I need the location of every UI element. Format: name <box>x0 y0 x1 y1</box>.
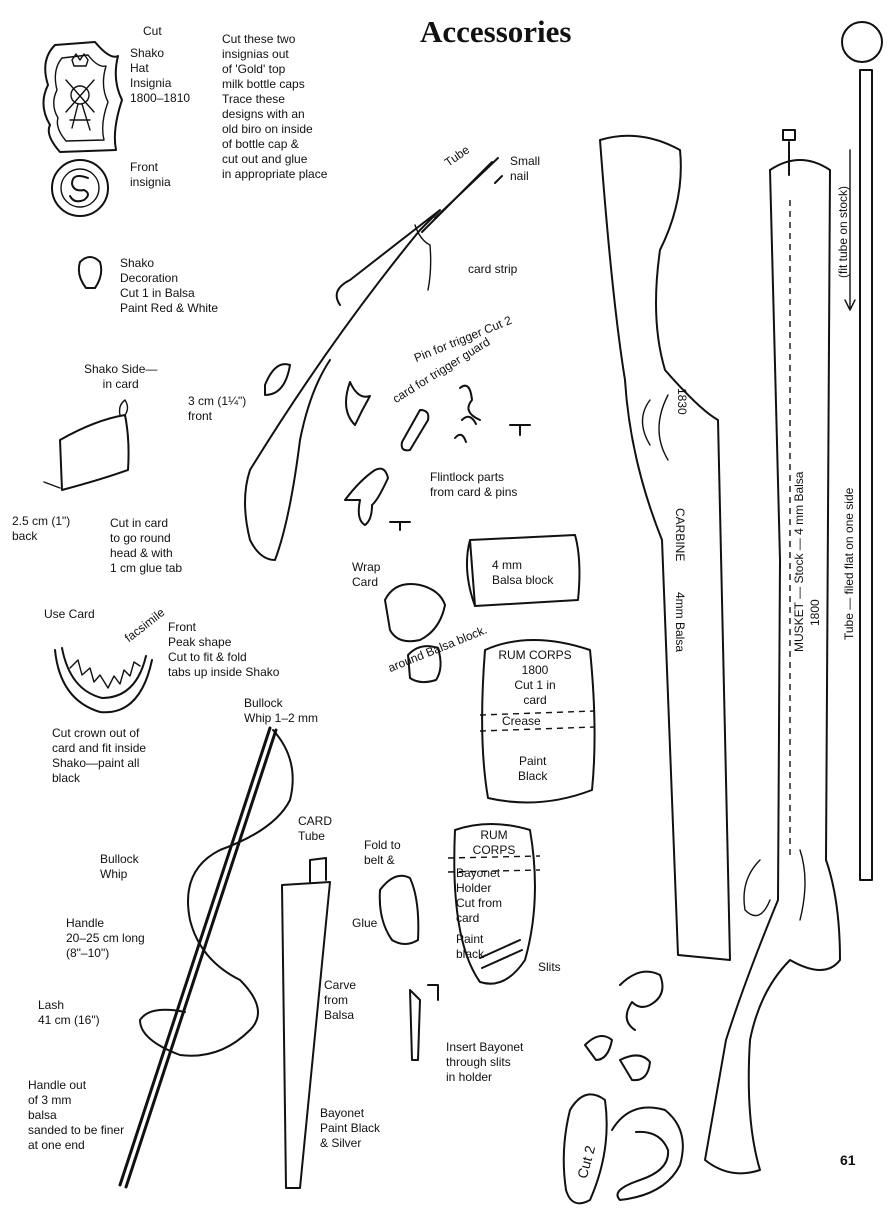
crease-label: Crease <box>502 714 541 728</box>
front-3cm-label: 3 cm (1¼") front <box>188 394 247 423</box>
carbine-drawing <box>599 134 731 961</box>
fold-belt-label: Fold to belt & <box>364 838 401 867</box>
back-25cm-label: 2.5 cm (1") back <box>12 514 71 543</box>
carve-balsa-label: Carve from Balsa <box>324 978 357 1022</box>
rum-corps-1800-label: RUM CORPS 1800 Cut 1 in card <box>498 648 572 707</box>
shako-decoration-drawing <box>77 256 103 289</box>
rum-corps-plate-drawing <box>481 639 596 804</box>
balsa-block-label: 4 mm Balsa block <box>492 558 554 587</box>
tube-end-drawing <box>841 21 883 63</box>
paint-black-label: Paint Black <box>518 754 548 783</box>
musket-label: MUSKET — Stock — 4 mm Balsa <box>792 471 806 653</box>
glue-label: Glue <box>352 916 378 930</box>
bayonet-holder-label: Bayonet Holder Cut from card <box>456 866 503 925</box>
card-strip-label: card strip <box>468 262 518 276</box>
musket-parts-drawing <box>244 157 531 561</box>
carbine-year-label: 1830 <box>675 388 689 415</box>
page-title: Accessories <box>420 14 572 49</box>
cut-instructions-label: Cut these two insignias out of 'Gold' to… <box>222 32 328 181</box>
tube-filed-label: Tube — filed flat on one side <box>842 487 856 640</box>
wrap-card-label: Wrap Card <box>352 560 381 589</box>
bayonet-label: Bayonet Paint Black & Silver <box>320 1106 381 1150</box>
shako-side-drawing <box>43 399 130 491</box>
small-nail-label: Small nail <box>510 154 541 183</box>
musket-drawing <box>704 159 841 1175</box>
handle-label: Handle 20–25 cm long (8"–10") <box>66 916 145 960</box>
carbine-balsa-label: 4mm Balsa <box>673 592 687 653</box>
front-peak-drawing <box>54 647 153 714</box>
bayonet-drawing <box>281 857 439 1189</box>
bullock-whip-top-label: Bullock Whip 1–2 mm <box>244 696 319 725</box>
shako-decoration-label: Shako Decoration Cut 1 in Balsa Paint Re… <box>120 256 219 315</box>
front-peak-label: Front Peak shape Cut to fit & fold tabs … <box>168 620 280 679</box>
shako-hat-insignia-drawing <box>42 41 123 153</box>
balsa-block-drawing <box>384 534 581 684</box>
slits-label: Slits <box>538 960 561 974</box>
use-card-label: Use Card <box>44 607 95 621</box>
bullock-whip-drawing <box>118 726 294 1189</box>
paint-black-small-label: Paint black <box>456 932 485 961</box>
rum-corps-holder-title: RUM CORPS <box>472 828 516 857</box>
cut-label: Cut <box>143 24 162 38</box>
bullock-whip-label: Bullock Whip <box>100 852 139 881</box>
shako-hat-insignia-label: Shako Hat Insignia 1800–1810 <box>130 46 191 105</box>
insert-bayonet-label: Insert Bayonet through slits in holder <box>446 1040 524 1084</box>
shako-side-label: Shako Side— in card <box>84 362 158 391</box>
handle-out-label: Handle out of 3 mm balsa sanded to be fi… <box>28 1078 125 1152</box>
flintlock-parts-label: Flintlock parts from card & pins <box>430 470 518 499</box>
lower-parts-drawing <box>562 970 684 1205</box>
front-insignia-drawing <box>51 159 109 217</box>
cut-in-card-label: Cut in card to go round head & with 1 cm… <box>110 516 183 575</box>
front-insignia-label: Front insignia <box>130 160 171 189</box>
card-tube-label: CARD Tube <box>298 814 333 843</box>
tube-drawing <box>859 69 873 881</box>
musket-year-label: 1800 <box>808 599 822 626</box>
lash-label: Lash 41 cm (16") <box>38 998 100 1027</box>
cut-crown-label: Cut crown out of card and fit inside Sha… <box>52 726 147 785</box>
belt-piece-drawing <box>378 874 420 945</box>
bayonet-holder-drawing <box>453 823 536 985</box>
page-number: 61 <box>840 1152 856 1168</box>
carbine-label: CARBINE <box>673 508 687 562</box>
fit-tube-label: (fit tube on stock) <box>836 185 850 278</box>
